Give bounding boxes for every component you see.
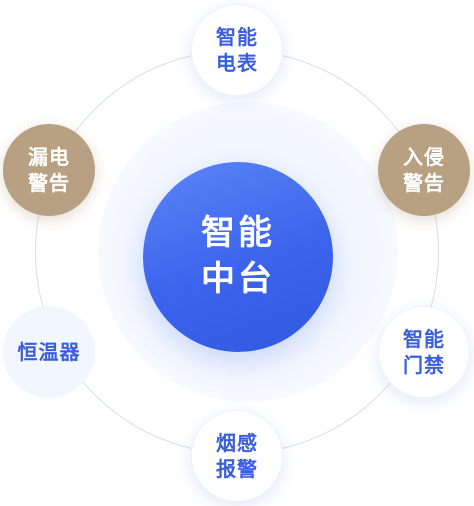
node-label-line1: 智能 [403,327,445,351]
node-label-line2: 门禁 [403,353,445,377]
node-leakage-warning: 漏电 警告 [3,124,95,216]
node-label-line2: 电表 [216,51,258,75]
node-smoke-alarm: 烟感 报警 [191,410,283,502]
node-thermostat: 恒温器 [3,306,95,398]
node-label-line1: 烟感 [216,431,258,455]
node-smart-door-access: 智能 门禁 [378,306,470,398]
node-label-line1: 入侵 [403,145,445,169]
node-label-line2: 警告 [28,171,70,195]
center-hub: 智能 中台 [143,162,333,352]
node-intrusion-warning: 入侵 警告 [378,124,470,216]
node-label-line2: 报警 [216,457,258,481]
node-label-line2: 警告 [403,171,445,195]
node-label-line1: 漏电 [28,145,70,169]
node-smart-meter: 智能 电表 [191,4,283,96]
node-label-line1: 智能 [216,25,258,49]
center-label-line1: 智能 [201,213,275,254]
node-label-line1: 恒温器 [17,340,81,364]
center-label-line2: 中台 [201,259,275,299]
